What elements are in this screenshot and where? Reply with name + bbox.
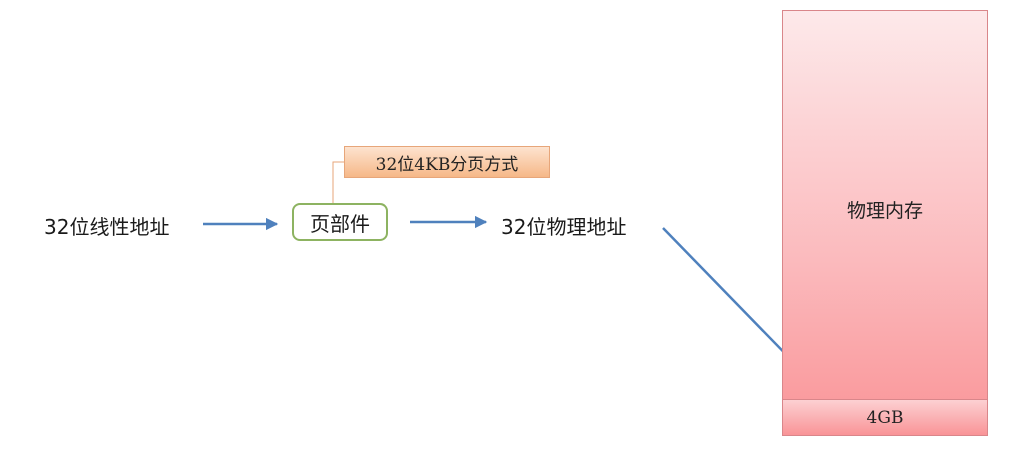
callout-connector (332, 161, 344, 203)
physical-memory-title: 物理内存 (846, 200, 923, 222)
linear-address-label: 32位线性地址 (44, 215, 170, 239)
physical-memory-block: 物理内存 4GB (782, 10, 988, 436)
page-unit-box: 页部件 (292, 203, 388, 241)
paging-mode-label: 32位4KB分页方式 (375, 154, 519, 175)
paging-mode-callout: 32位4KB分页方式 (344, 146, 550, 178)
memory-size-label: 4GB (866, 407, 904, 428)
physical-address-label: 32位物理地址 (501, 215, 627, 239)
page-unit-label: 页部件 (310, 211, 370, 236)
memory-top-segment: 4GB (783, 399, 987, 435)
